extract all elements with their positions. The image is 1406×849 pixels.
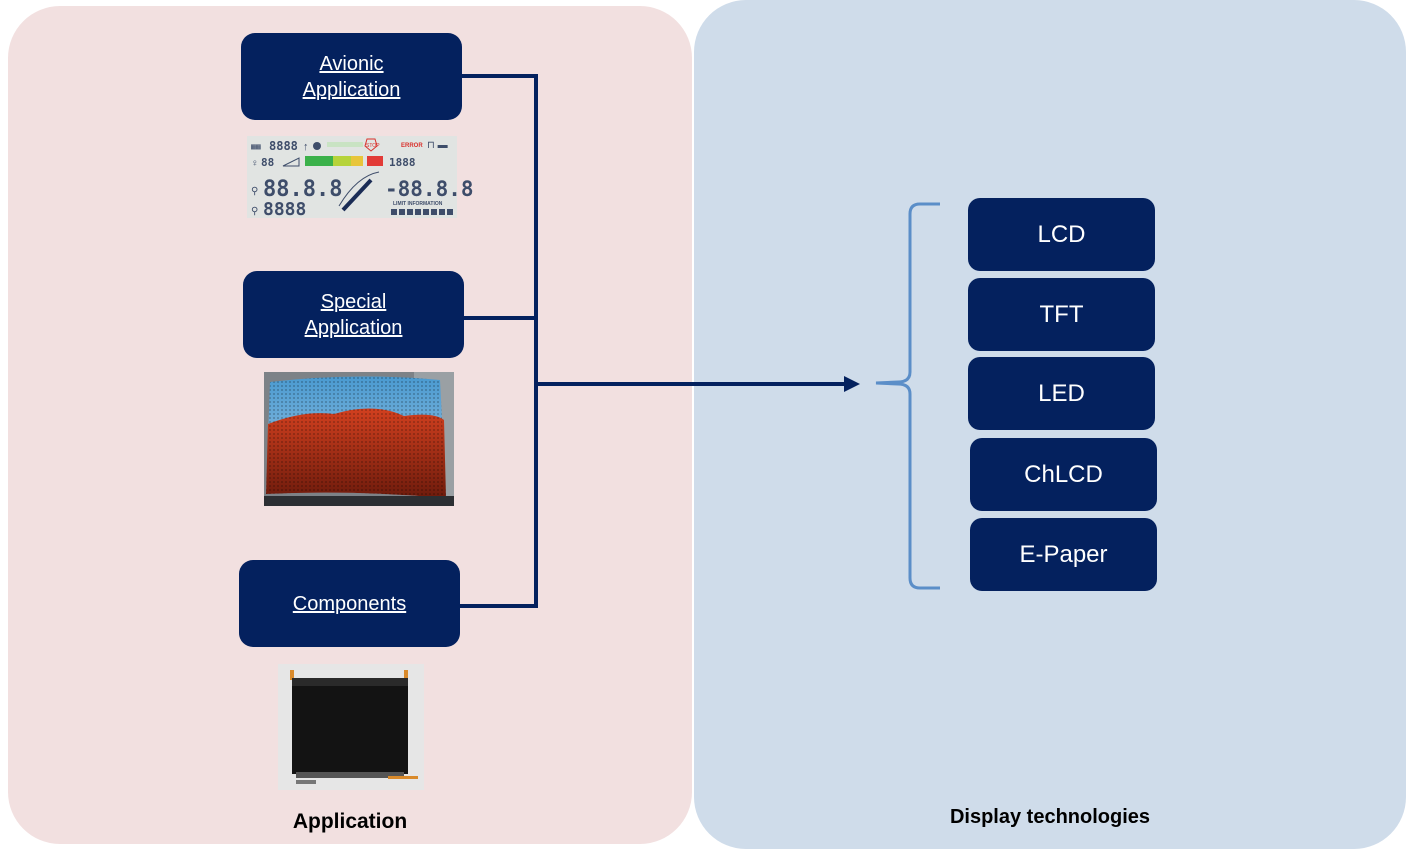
svg-text:⚲: ⚲ — [251, 186, 258, 197]
lcd-mid-digits-right: 1888 — [389, 156, 416, 169]
components-link[interactable]: Components — [292, 592, 407, 615]
tech-lcd-button[interactable]: LCD — [968, 198, 1155, 271]
avionic-lcd-image: ▦▦ 8888 ↑ STOP ERROR ⊓ ▬ ♀ 88 1888 ⚲ 88.… — [247, 136, 474, 220]
tech-epaper-label: E-Paper — [1019, 540, 1108, 568]
lcd-top-digits: 8888 — [269, 139, 298, 153]
svg-text:⊓ ▬: ⊓ ▬ — [427, 140, 448, 151]
lcd-error-label: ERROR — [401, 143, 423, 149]
tech-epaper-button[interactable]: E-Paper — [970, 518, 1157, 591]
components-button[interactable]: Components — [239, 560, 460, 647]
special-led-wall-image — [264, 372, 454, 506]
tech-chlcd-label: ChLCD — [1024, 460, 1103, 488]
svg-text:▦▦: ▦▦ — [251, 142, 261, 151]
application-panel-title: Application — [292, 810, 408, 833]
svg-text:⚲: ⚲ — [251, 206, 258, 217]
lcd-stop-label: STOP — [366, 143, 380, 149]
tech-led-label: LED — [1038, 379, 1085, 407]
lcd-limit-info-label: LIMIT INFORMATION — [393, 201, 443, 207]
curly-brace-icon — [875, 202, 940, 590]
tech-lcd-label: LCD — [1037, 220, 1086, 248]
lcd-mid-digits: 88 — [261, 156, 274, 169]
tech-led-button[interactable]: LED — [968, 357, 1155, 430]
lcd-bottom-digits: 8888 — [263, 199, 306, 220]
svg-text:↑: ↑ — [303, 141, 309, 153]
lcd-big-left-digits: 88.8.8 — [263, 177, 342, 202]
svg-text:♀: ♀ — [251, 158, 259, 169]
display-technologies-panel-title: Display technologies — [949, 806, 1151, 828]
tech-tft-button[interactable]: TFT — [968, 278, 1155, 351]
tech-chlcd-button[interactable]: ChLCD — [970, 438, 1157, 511]
components-panel-image — [278, 664, 424, 790]
lcd-segment-display: ▦▦ 8888 ↑ STOP ERROR ⊓ ▬ ♀ 88 1888 ⚲ 88.… — [247, 136, 474, 220]
lcd-big-right-digits: -88.8.8 — [385, 177, 474, 201]
arrow-head-icon — [844, 376, 860, 392]
tech-tft-label: TFT — [1039, 300, 1084, 328]
